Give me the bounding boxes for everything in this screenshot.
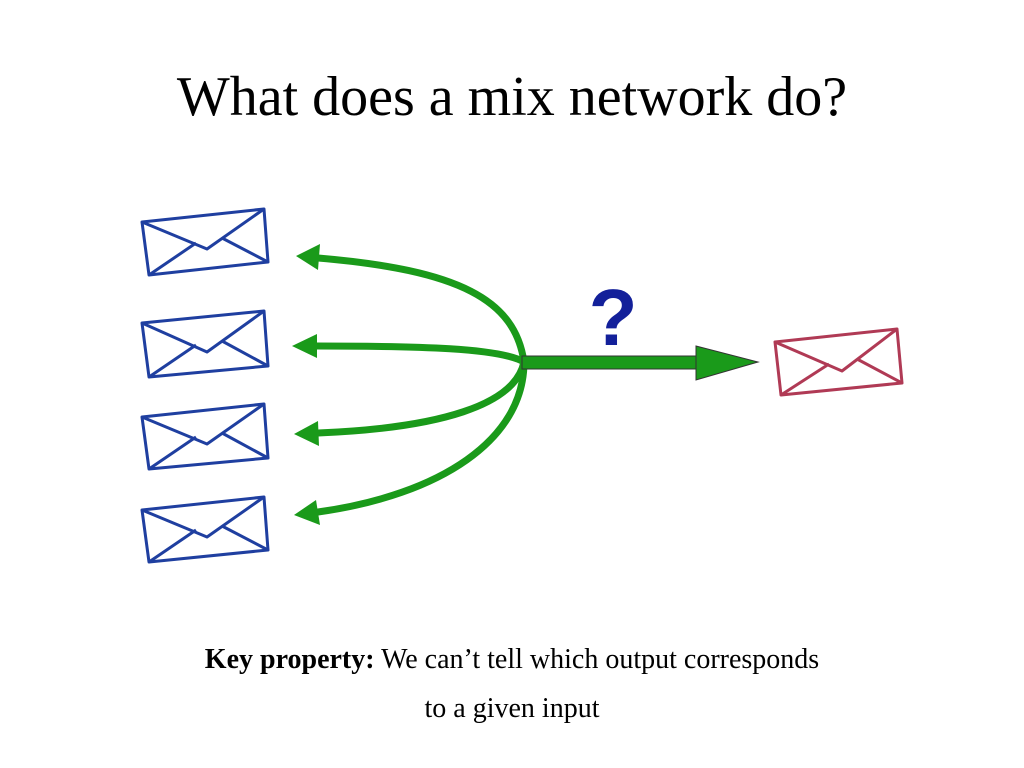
forward-arrowhead-icon xyxy=(695,345,760,381)
arrow-to-input-1 xyxy=(314,254,528,366)
output-envelope xyxy=(773,327,904,397)
question-mark: ? xyxy=(589,273,638,362)
arrow-to-input-3 xyxy=(314,358,528,437)
caption-line-1: Key property: We can’t tell which output… xyxy=(0,643,1024,677)
envelope-icon xyxy=(140,207,270,277)
arrow-to-input-2 xyxy=(312,342,528,366)
envelope-icon xyxy=(140,402,270,471)
caption-text-line-1: We can’t tell which output corresponds xyxy=(374,644,820,675)
envelope-icon xyxy=(773,327,904,397)
arrowhead-icon xyxy=(294,421,319,446)
input-envelope-2 xyxy=(140,309,270,379)
return-arrows xyxy=(292,244,760,525)
input-envelope-1 xyxy=(140,207,270,277)
caption-text-line-2: to a given input xyxy=(424,693,600,724)
arrowhead-icon xyxy=(296,244,320,270)
caption-line-2: to a given input xyxy=(0,692,1024,726)
input-envelope-3 xyxy=(140,402,270,471)
slide-title: What does a mix network do? xyxy=(176,66,848,128)
envelope-icon xyxy=(140,309,270,379)
input-envelope-4 xyxy=(140,495,270,564)
caption-bold-label: Key property: xyxy=(204,644,375,675)
envelope-icon xyxy=(140,495,270,564)
arrowhead-icon xyxy=(292,334,317,358)
arrow-to-input-4 xyxy=(314,358,528,516)
arrowhead-icon xyxy=(294,500,320,525)
